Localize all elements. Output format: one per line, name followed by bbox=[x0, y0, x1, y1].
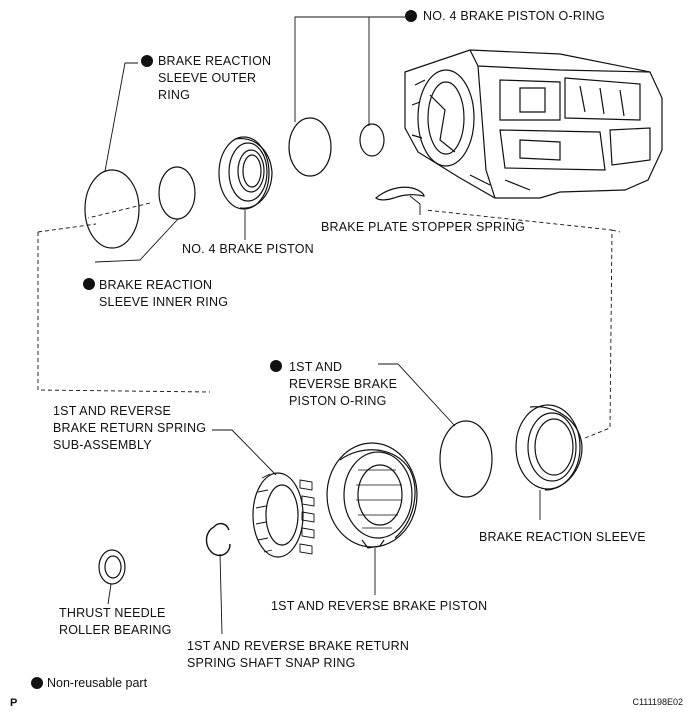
nonreusable-dot-outer-ring bbox=[141, 55, 153, 67]
reaction-sleeve-part bbox=[515, 404, 583, 491]
return-spring-part bbox=[252, 472, 315, 558]
label-rev-oring: 1ST AND REVERSE BRAKE PISTON O-RING bbox=[289, 360, 398, 408]
inner-ring-part bbox=[158, 166, 196, 220]
label-stopper-spring: BRAKE PLATE STOPPER SPRING bbox=[321, 220, 526, 234]
label-inner-ring: BRAKE REACTION SLEEVE INNER RING bbox=[99, 278, 229, 309]
transmission-case bbox=[404, 49, 663, 199]
no4-piston-part bbox=[218, 136, 273, 210]
stopper-spring-part bbox=[375, 186, 425, 201]
rev-piston-part bbox=[326, 442, 418, 549]
no4-oring-large-part bbox=[288, 117, 332, 177]
label-return-spring: 1ST AND REVERSE BRAKE RETURN SPRING SUB-… bbox=[53, 404, 207, 452]
label-no4-oring: NO. 4 BRAKE PISTON O-RING bbox=[423, 9, 605, 23]
leader-lines bbox=[94, 16, 541, 635]
rev-oring-part bbox=[439, 420, 493, 498]
nonreusable-dot-inner-ring bbox=[83, 278, 95, 290]
snap-ring-part bbox=[205, 522, 231, 557]
legend-text: Non-reusable part bbox=[47, 676, 148, 690]
legend-dot-icon bbox=[31, 677, 43, 689]
nonreusable-dot-rev-oring bbox=[270, 360, 282, 372]
label-thrust-bearing: THRUST NEEDLE ROLLER BEARING bbox=[59, 606, 172, 637]
outer-ring-part bbox=[84, 169, 140, 249]
figure-code: C111198E02 bbox=[632, 697, 683, 707]
dashed-outline bbox=[37, 202, 621, 439]
no4-oring-small-part bbox=[359, 123, 385, 157]
thrust-bearing-part bbox=[98, 549, 126, 585]
label-no4-piston: NO. 4 BRAKE PISTON bbox=[182, 242, 314, 256]
label-snap-ring: 1ST AND REVERSE BRAKE RETURN SPRING SHAF… bbox=[187, 639, 410, 670]
page-marker: P bbox=[10, 697, 18, 709]
nonreusable-dot-no4-oring bbox=[405, 10, 417, 22]
label-reaction-sleeve: BRAKE REACTION SLEEVE bbox=[479, 530, 646, 544]
label-rev-piston: 1ST AND REVERSE BRAKE PISTON bbox=[271, 599, 488, 613]
label-outer-ring: BRAKE REACTION SLEEVE OUTER RING bbox=[158, 54, 272, 102]
